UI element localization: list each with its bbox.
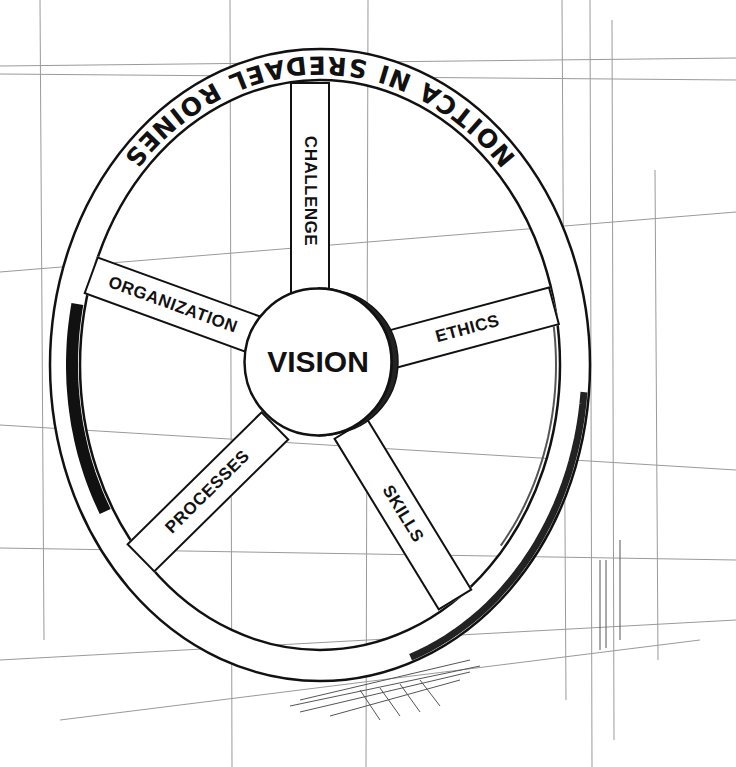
wheel-hub: VISION — [243, 287, 393, 437]
wheel-spoke: PROCESSES — [126, 411, 289, 572]
wheel-rim: SENIOR LEADERS IN ACTIONCHALLENGEORGANIZ… — [48, 47, 592, 683]
spoke-label: CHALLENGE — [300, 136, 320, 246]
wheel-spoke: CHALLENGE — [290, 82, 330, 300]
spoke-label: ETHICS — [433, 310, 501, 346]
wheel-spoke: SKILLS — [333, 418, 472, 611]
spoke-label: PROCESSES — [161, 446, 254, 538]
rim-letter: R — [327, 52, 348, 78]
wheel-spoke: ORGANIZATION — [83, 256, 262, 354]
spoke-label: ORGANIZATION — [105, 272, 240, 337]
wheel-spoke: ETHICS — [375, 286, 560, 372]
hub-label: VISION — [267, 345, 369, 379]
rim-letter: E — [309, 52, 326, 77]
rim-letter: D — [285, 53, 308, 80]
rim-letter: A — [263, 55, 287, 83]
spoke-label: SKILLS — [377, 482, 427, 547]
rim-letter: S — [347, 54, 369, 82]
